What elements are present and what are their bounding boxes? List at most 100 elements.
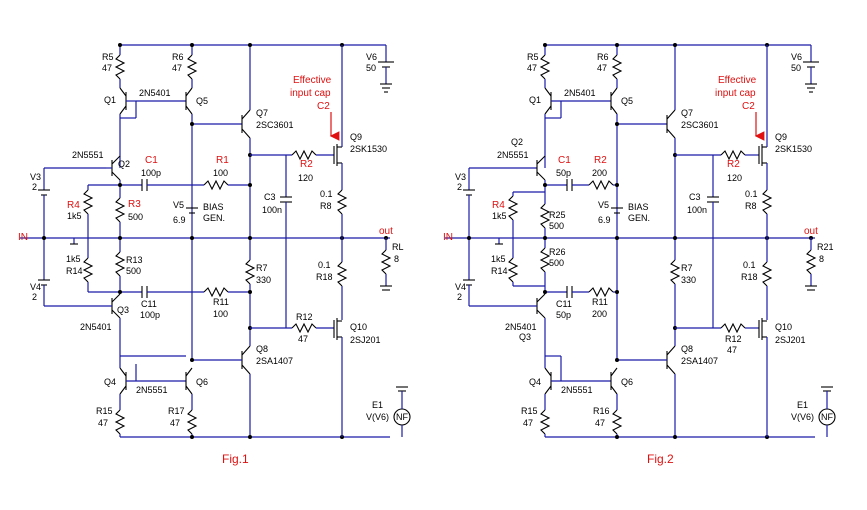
fig1-r5-label: R5: [102, 52, 114, 62]
fig2-r8-value: 0.1: [745, 189, 758, 199]
fig2-r8-label: R8: [745, 201, 757, 211]
fig1-q2-part: 2N5551: [72, 150, 104, 160]
fig1-effective-line1: Effective: [293, 75, 332, 86]
fig2-q10-label: Q10: [775, 322, 792, 332]
fig1-bias-line2: GEN.: [203, 213, 225, 223]
fig2-r21-value: 8: [819, 254, 824, 264]
fig2-v4-value: 2: [457, 292, 462, 302]
fig1-r17-label: R17: [168, 406, 185, 416]
fig2-effective-line2: input cap: [715, 88, 756, 99]
fig1-e1-expr: V(V6): [366, 412, 389, 422]
fig1-effective-line2: input cap: [290, 88, 331, 99]
fig1-v4-label: V4: [30, 282, 41, 292]
fig2-q10-part: 2SJ201: [775, 335, 806, 345]
fig2-q1-part: 2N5401: [564, 88, 596, 98]
fig1-rl-label: RL: [392, 242, 404, 252]
fig1-q8-label: Q8: [256, 344, 268, 354]
fig2-in-label: IN: [443, 232, 453, 243]
fig2-r11-value: 200: [592, 309, 607, 319]
fig2-q1-label: Q1: [529, 95, 541, 105]
fig2-c3-label: C3: [689, 192, 701, 202]
fig1-v6-value: 50: [366, 63, 376, 73]
fig1-r1-label: R1: [216, 155, 229, 166]
fig1-v3-value: 2: [32, 182, 37, 192]
fig1-r3-label: R3: [128, 199, 141, 210]
fig2-q3-label: Q3: [519, 332, 531, 342]
fig2-r2-label: R2: [727, 159, 740, 170]
fig1-r4-label: R4: [67, 200, 80, 211]
fig1-q8-part: 2SA1407: [256, 356, 293, 366]
fig2-labels: R5 47 Q1 2N5401 R6 47 Q5 Q7 2SC3601 Q2 2…: [443, 52, 834, 466]
fig1-q7-part: 2SC3601: [256, 120, 294, 130]
fig2-r7-label: R7: [681, 263, 693, 273]
fig2-r15-value: 47: [523, 418, 533, 428]
fig2-c1-label: C1: [558, 155, 571, 166]
fig1-r8-label: R8: [320, 201, 332, 211]
fig1-q4-label: Q4: [104, 377, 116, 387]
fig1-labels: R5 47 Q1 2N5401 R6 47 Q5 Q7 2SC3601 2N55…: [18, 52, 408, 466]
fig2-r5-label: R5: [527, 52, 539, 62]
fig2-v5-value: 6.9: [598, 215, 611, 225]
fig1-v3-label: V3: [30, 172, 41, 182]
fig2-r7-value: 330: [681, 275, 696, 285]
fig1-in-label: IN: [18, 232, 28, 243]
fig2-r21-label: R21: [817, 242, 834, 252]
fig1-v5-value: 6.9: [173, 215, 186, 225]
fig1-out-label: out: [379, 226, 393, 237]
fig1-q6-label: Q6: [196, 377, 208, 387]
fig2-q7-label: Q7: [681, 108, 693, 118]
fig2-r18-label: R18: [741, 272, 758, 282]
fig2-q9-part: 2SK1530: [775, 144, 812, 154]
fig1-q10-part: 2SJ201: [350, 335, 381, 345]
fig1-r15-label: R15: [96, 406, 113, 416]
fig2-v3-label: V3: [455, 172, 466, 182]
fig2-r12-label: R12: [725, 334, 742, 344]
fig1-c1-value: 100p: [141, 168, 161, 178]
fig1-r6-label: R6: [172, 52, 184, 62]
fig1-r1-value: 100: [213, 168, 228, 178]
fig2-r5-value: 47: [527, 63, 537, 73]
fig2-q4-part: 2N5551: [561, 385, 593, 395]
fig1-r15-value: 47: [98, 418, 108, 428]
fig2-q8-part: 2SA1407: [681, 356, 718, 366]
fig1-r4-value: 1k5: [67, 211, 82, 221]
fig1-q1-label: Q1: [104, 95, 116, 105]
fig1-q9-part: 2SK1530: [350, 144, 387, 154]
fig1-q4-part: 2N5551: [136, 385, 168, 395]
fig2-r6-label: R6: [597, 52, 609, 62]
fig2-e1-expr: V(V6): [791, 412, 814, 422]
fig2-q7-part: 2SC3601: [681, 120, 719, 130]
fig1-r12-label: R12: [296, 312, 313, 322]
fig2-r14-value: 1k5: [491, 254, 506, 264]
fig1-nf-label: NF: [396, 412, 408, 422]
fig2-effective-line1: Effective: [718, 75, 757, 86]
fig2-r12-value: 47: [727, 345, 737, 355]
fig1-q5-label: Q5: [196, 96, 208, 106]
fig1-r14-label: R14: [66, 266, 83, 276]
fig2-r26-label: R26: [549, 247, 566, 257]
fig2-r4-label: R4: [492, 200, 505, 211]
fig1-r17-value: 47: [170, 418, 180, 428]
fig1-c3-label: C3: [264, 192, 276, 202]
fig1-r2-label: R2: [300, 159, 313, 170]
fig1-e1-label: E1: [372, 400, 383, 410]
fig1-r11-value: 100: [213, 309, 228, 319]
fig2-schematic: [445, 43, 836, 439]
fig1-r13-label: R13: [126, 255, 143, 265]
fig2-r16-label: R16: [593, 406, 610, 416]
fig1-rl-value: 8: [394, 254, 399, 264]
fig1-q7-label: Q7: [256, 108, 268, 118]
fig2-q2-label: Q2: [511, 137, 523, 147]
fig2-e1-label: E1: [797, 400, 808, 410]
fig2-r2-value: 120: [727, 173, 742, 183]
fig1-r7-value: 330: [256, 275, 271, 285]
fig1-q9-label: Q9: [350, 132, 362, 142]
fig2-q8-label: Q8: [681, 344, 693, 354]
fig1-r8-value: 0.1: [320, 189, 333, 199]
fig2-v6-value: 50: [791, 63, 801, 73]
fig2-c2-label: C2: [742, 101, 755, 112]
fig1-r13-value: 500: [126, 266, 141, 276]
fig1-r2-value: 120: [298, 173, 313, 183]
fig2-q3-part: 2N5401: [505, 322, 537, 332]
